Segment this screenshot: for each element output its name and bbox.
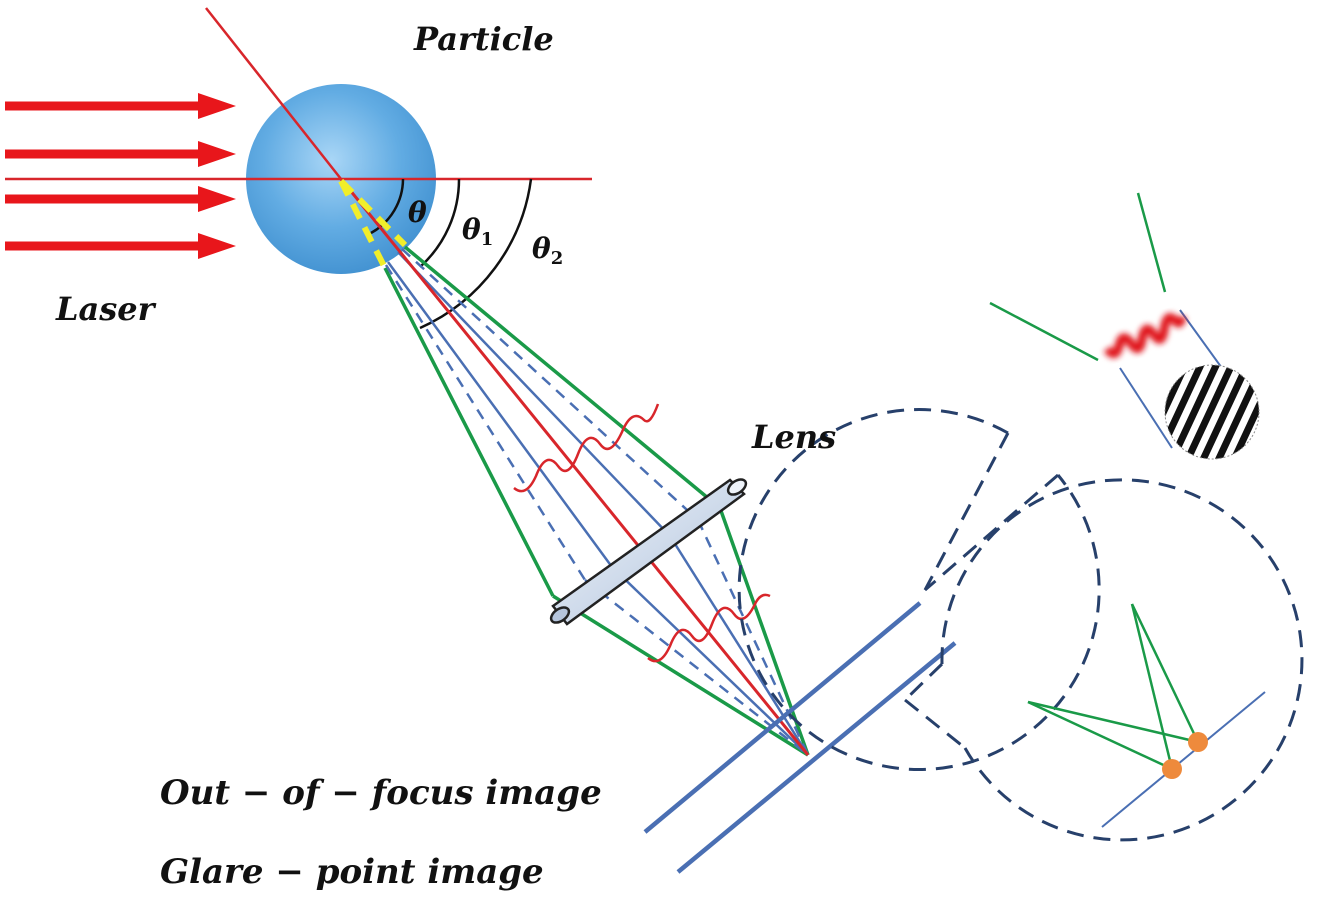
zoom-red-wave bbox=[1103, 313, 1187, 359]
particle-label: Particle bbox=[414, 20, 554, 58]
incident-diagonal-line bbox=[205, 7, 342, 180]
zoom-green-ray bbox=[1027, 700, 1173, 771]
laser-beams bbox=[5, 93, 236, 259]
red-wave-lower bbox=[647, 593, 771, 663]
theta1-arc bbox=[419, 178, 461, 268]
laser-arrow bbox=[5, 141, 236, 167]
zoom-green-ray bbox=[989, 301, 1099, 362]
callout-glare-point bbox=[903, 478, 1304, 842]
theta1-label: θ1 bbox=[462, 213, 494, 250]
zoom-green-ray bbox=[1130, 603, 1174, 770]
out-of-focus-plane bbox=[643, 601, 922, 834]
out-of-focus-label: Out − of − focus image bbox=[160, 773, 602, 813]
zoom-blue-ray bbox=[1119, 367, 1173, 449]
glare-point bbox=[1188, 732, 1208, 752]
laser-label: Laser bbox=[56, 290, 155, 328]
glare-point-label: Glare − point image bbox=[160, 852, 544, 892]
theta-label: θ bbox=[408, 196, 427, 229]
central-red-ray bbox=[339, 178, 810, 756]
laser-arrow bbox=[5, 233, 236, 259]
zoom-plane-line bbox=[1101, 691, 1266, 828]
glare-point-plane bbox=[676, 641, 957, 874]
lens bbox=[549, 478, 748, 626]
theta2-label: θ2 bbox=[532, 232, 564, 269]
zoom-green-ray bbox=[1027, 700, 1199, 744]
zoom-green-ray bbox=[1136, 192, 1167, 293]
laser-arrow bbox=[5, 186, 236, 212]
callout-out-of-focus bbox=[737, 192, 1260, 772]
laser-arrow bbox=[5, 93, 236, 119]
theta2-arc bbox=[419, 178, 533, 330]
yellow-rays bbox=[338, 178, 408, 270]
zoom-green-ray bbox=[1130, 603, 1200, 743]
interference-fringes bbox=[1165, 365, 1259, 459]
red-wave-upper bbox=[513, 403, 660, 493]
theta-arc bbox=[370, 178, 405, 235]
lens-label: Lens bbox=[752, 418, 837, 456]
green-cone bbox=[383, 245, 810, 757]
glare-point bbox=[1162, 759, 1182, 779]
